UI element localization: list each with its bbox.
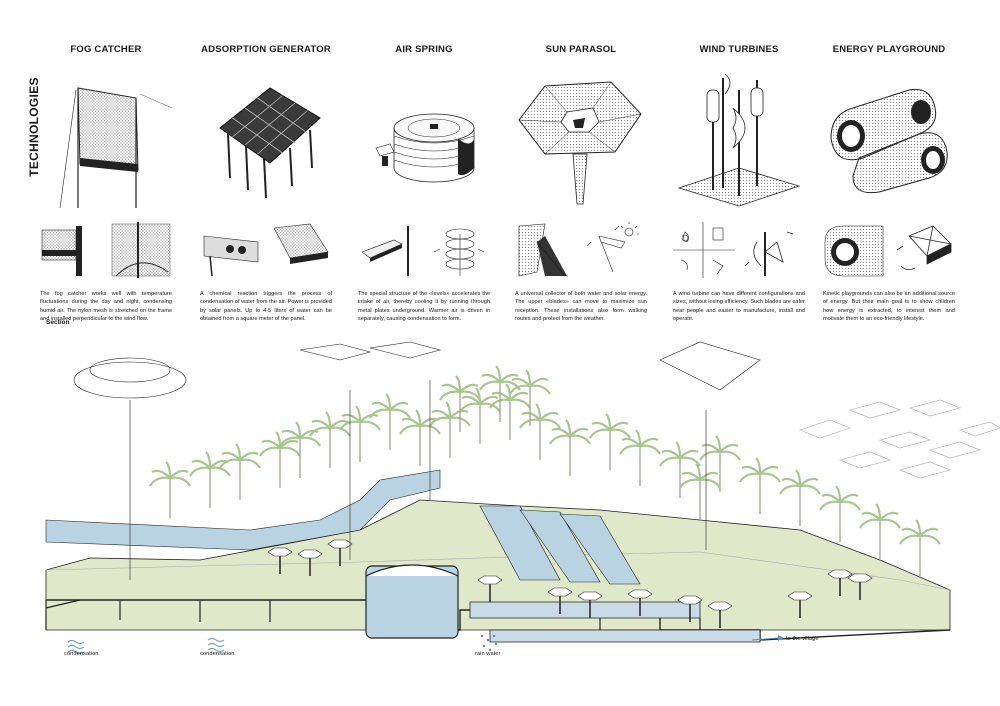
tech-title: WIND TURBINES [699, 44, 779, 55]
condensation-icon-2 [207, 638, 225, 652]
air-spring-illustration [375, 113, 475, 183]
tech-fog-catcher: FOG CATCHER The fog catcher works well w… [40, 44, 172, 324]
caption-to-village: to the village [786, 636, 819, 642]
tech-title: AIR SPRING [395, 44, 453, 55]
fog-catcher-detail-1 [41, 226, 82, 276]
fog-catcher-detail-2 [111, 222, 171, 278]
sun-parasol-illustration [518, 81, 642, 205]
tech-title: ENERGY PLAYGROUND [832, 44, 946, 55]
tech-description: A wind turbine can have different config… [673, 291, 805, 323]
energy-playground-illustration [830, 88, 948, 194]
tech-description: A universal collector of both water and … [515, 291, 647, 323]
underground-section [45, 564, 951, 643]
wind-turbines-illustration [677, 73, 801, 207]
tech-description: Kinetic playgrounds can also be an addit… [823, 291, 955, 323]
tech-description: The special structure of the «levels» ac… [358, 291, 490, 323]
energy-playground-detail-1 [824, 225, 884, 277]
condensation-icon-1 [67, 640, 85, 654]
fog-catcher-illustration [59, 87, 172, 208]
adsorption-generator-detail-1 [203, 235, 259, 277]
energy-playground-detail-2 [896, 225, 952, 270]
rain-water-icon [480, 634, 498, 652]
tech-title: ADSORPTION GENERATOR [201, 44, 331, 55]
air-spring-detail-1 [361, 226, 409, 276]
tech-wind-turbines: WIND TURBINES A wind turbine ca [673, 44, 805, 324]
tech-title: FOG CATCHER [70, 44, 142, 55]
technologies-heading-text: TECHNOLOGIES [27, 77, 41, 177]
caption-condensation-2: condensation [200, 651, 235, 657]
wind-turbines-detail-2 [744, 231, 794, 276]
caption-condensation-1: condensation [64, 651, 99, 657]
caption-rain-water: rain water [475, 651, 501, 657]
tech-sun-parasol: SUN PARASOL A universal collector of bot… [515, 44, 647, 324]
tech-description: A chemical reaction triggers the process… [200, 291, 332, 323]
adsorption-generator-detail-2 [273, 223, 329, 264]
tech-title: SUN PARASOL [545, 44, 617, 55]
site-section-drawing [45, 341, 1000, 654]
adsorption-generator-illustration [219, 87, 321, 199]
air-spring-detail-2 [433, 228, 485, 276]
tech-energy-playground: ENERGY PLAYGROUND Kinetic playgrounds ca… [823, 44, 955, 324]
village-blocks [799, 399, 1000, 479]
tech-adsorption-generator: ADSORPTION GENERATOR A chemical reaction… [200, 44, 332, 324]
tech-description: The fog catcher works well with temperat… [40, 291, 172, 323]
wind-turbines-detail-1 [673, 222, 735, 278]
sun-parasol-detail-1 [518, 223, 567, 277]
floating-detail-vignettes [73, 341, 761, 580]
tech-air-spring: AIR SPRING The special structure [358, 44, 490, 324]
terraced-channels [479, 505, 641, 585]
section-label: Section [46, 319, 70, 326]
sun-parasol-detail-2 [586, 222, 639, 273]
to-village-arrow-icon [751, 635, 784, 641]
